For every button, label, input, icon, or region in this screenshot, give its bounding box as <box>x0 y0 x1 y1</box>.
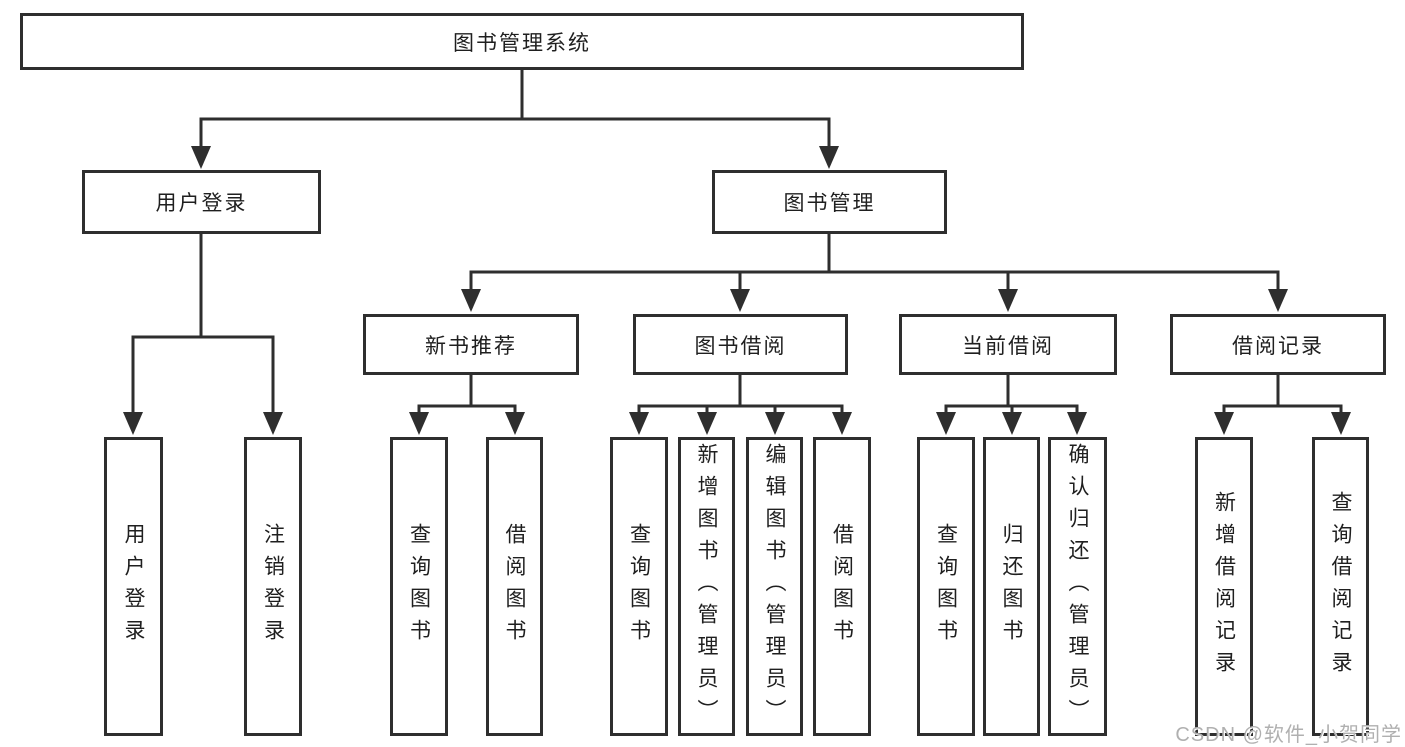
leaf-label: 查询图书 <box>407 522 431 651</box>
leaf-user-login: 用户登录 <box>104 437 163 736</box>
arrowhead-icons <box>123 146 1351 435</box>
node-borrow-records: 借阅记录 <box>1170 314 1386 375</box>
leaf-query-books-current: 查询图书 <box>917 437 975 736</box>
leaf-query-books-borrow: 查询图书 <box>610 437 668 736</box>
leaf-label: 查询图书 <box>627 522 651 651</box>
leaf-label: 查询图书 <box>934 522 958 651</box>
leaf-label: 借阅图书 <box>830 522 854 651</box>
leaf-confirm-return-admin: 确认归还（管理员） <box>1048 437 1107 736</box>
leaf-label: 查询借阅记录 <box>1329 490 1352 683</box>
leaf-label: 编辑图书（管理员） <box>763 442 786 731</box>
leaf-borrow-books: 借阅图书 <box>813 437 871 736</box>
leaf-label: 新增借阅记录 <box>1212 490 1236 683</box>
leaf-return-books: 归还图书 <box>983 437 1040 736</box>
node-user-login: 用户登录 <box>82 170 321 234</box>
leaf-label: 注销登录 <box>261 522 285 651</box>
leaf-add-books-admin: 新增图书（管理员） <box>678 437 735 736</box>
leaf-label: 新增图书（管理员） <box>695 442 718 731</box>
leaf-logout: 注销登录 <box>244 437 302 736</box>
node-book-borrow: 图书借阅 <box>633 314 848 375</box>
leaf-query-books-recommend: 查询图书 <box>390 437 448 736</box>
node-root: 图书管理系统 <box>20 13 1024 70</box>
leaf-add-borrow-record: 新增借阅记录 <box>1195 437 1253 736</box>
csdn-watermark: CSDN @软件_小贺同学 <box>1175 724 1402 746</box>
node-book-management: 图书管理 <box>712 170 947 234</box>
node-current-borrow: 当前借阅 <box>899 314 1117 375</box>
leaf-label: 确认归还（管理员） <box>1066 442 1089 731</box>
node-new-book-recommend: 新书推荐 <box>363 314 579 375</box>
leaf-edit-books-admin: 编辑图书（管理员） <box>746 437 803 736</box>
leaf-label: 用户登录 <box>122 522 145 651</box>
leaf-label: 归还图书 <box>1000 522 1023 651</box>
leaf-borrow-books-recommend: 借阅图书 <box>486 437 543 736</box>
leaf-query-borrow-record: 查询借阅记录 <box>1312 437 1369 736</box>
leaf-label: 借阅图书 <box>503 522 526 651</box>
